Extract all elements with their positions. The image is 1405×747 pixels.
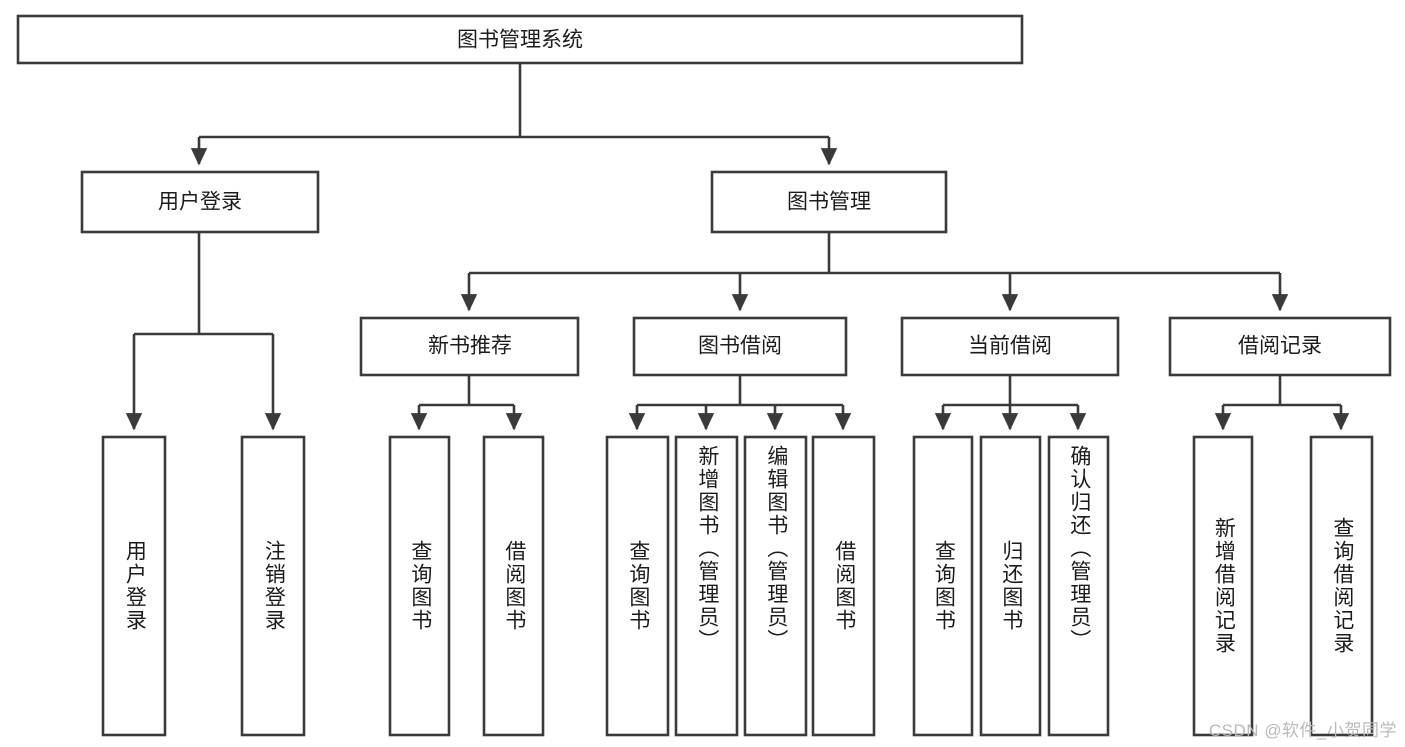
leaf-box-query-book-current[interactable] xyxy=(912,435,974,737)
current-borrow-box[interactable] xyxy=(900,316,1120,377)
user-login-label: 用户登录 xyxy=(158,191,242,214)
book-management-label: 图书管理 xyxy=(787,191,871,214)
node-current-borrow[interactable]: 当前借阅 xyxy=(900,316,1120,377)
root-label: 图书管理系统 xyxy=(457,29,583,52)
node-book-management[interactable]: 图书管理 xyxy=(710,170,948,234)
connector-layer xyxy=(125,63,1350,431)
leaf-box-query-book-newbooks[interactable] xyxy=(388,435,451,737)
leaf-box-layer xyxy=(101,435,1374,737)
book-borrow-label: 图书借阅 xyxy=(698,335,782,358)
leaf-box-edit-book-admin[interactable] xyxy=(743,435,808,737)
new-book-recommend-box[interactable] xyxy=(359,316,580,377)
leaf-box-query-book-borrow[interactable] xyxy=(605,435,670,737)
csdn-watermark: CSDN @软件_小贺同学 xyxy=(1208,721,1397,740)
leaf-box-query-borrow-record[interactable] xyxy=(1309,435,1374,737)
leaf-box-add-book-admin[interactable] xyxy=(674,435,739,737)
borrow-records-label: 借阅记录 xyxy=(1238,335,1322,358)
borrow-records-box[interactable] xyxy=(1168,316,1392,377)
leaf-box-borrow-book[interactable] xyxy=(811,435,876,737)
book-management-box[interactable] xyxy=(710,170,948,234)
leaf-box-return-book[interactable] xyxy=(979,435,1042,737)
node-user-login[interactable]: 用户登录 xyxy=(80,170,320,234)
leaf-box-user-login[interactable] xyxy=(101,435,167,737)
leaf-box-confirm-return-admin[interactable] xyxy=(1047,435,1110,737)
leaf-box-logout-login[interactable] xyxy=(240,435,306,737)
user-login-box[interactable] xyxy=(80,170,320,234)
new-book-recommend-label: 新书推荐 xyxy=(428,335,512,358)
book-borrow-box[interactable] xyxy=(632,316,848,377)
current-borrow-label: 当前借阅 xyxy=(968,335,1052,358)
leaf-box-add-borrow-record[interactable] xyxy=(1192,435,1254,737)
root-box[interactable] xyxy=(16,14,1024,65)
node-book-borrow[interactable]: 图书借阅 xyxy=(632,316,848,377)
leaf-box-borrow-book-newbooks[interactable] xyxy=(482,435,545,737)
node-borrow-records[interactable]: 借阅记录 xyxy=(1168,316,1392,377)
node-root[interactable]: 图书管理系统 xyxy=(16,14,1024,65)
node-new-book-recommend[interactable]: 新书推荐 xyxy=(359,316,580,377)
